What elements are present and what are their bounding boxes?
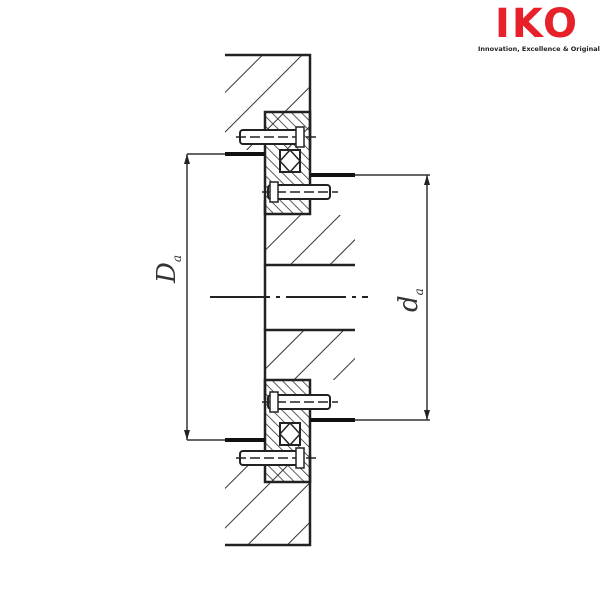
dimension-label-da: da xyxy=(394,288,426,312)
dimension-subscript: a xyxy=(412,288,427,296)
brand-logo: IKO Innovation, Excellence & Originality xyxy=(478,1,600,60)
dimension-label-Da: Da xyxy=(152,255,184,283)
brand-name: IKO xyxy=(494,1,580,47)
brand-tagline: Innovation, Excellence & Originality xyxy=(478,45,600,53)
dimension-symbol: D xyxy=(152,262,182,283)
dimension-Da xyxy=(184,152,265,442)
bearing-bottom xyxy=(236,378,338,484)
bearing-top xyxy=(236,110,338,216)
dimension-symbol: d xyxy=(394,295,424,312)
shaft-bottom xyxy=(263,328,355,400)
dimension-da xyxy=(310,173,430,422)
dimension-subscript: a xyxy=(170,254,185,263)
shaft-top xyxy=(263,200,355,267)
